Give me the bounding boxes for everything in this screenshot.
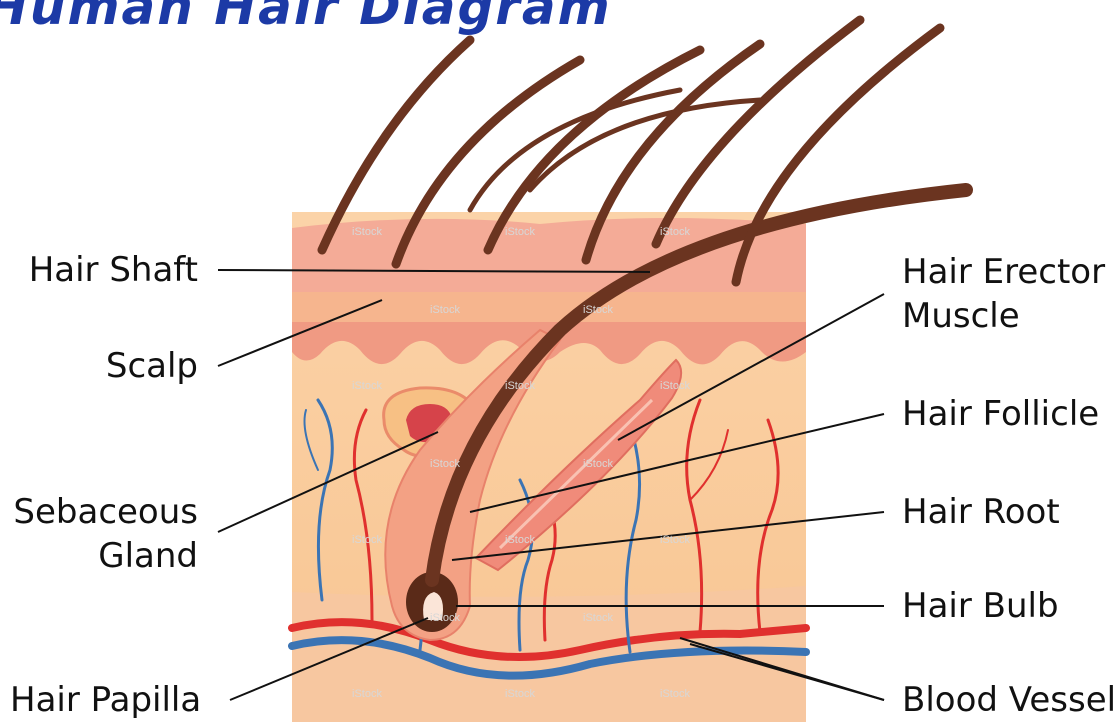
watermark: iStock: [505, 380, 535, 392]
label-blood-vessel: Blood Vessel: [902, 678, 1113, 722]
label-hair-erector-muscle: Hair Erector Muscle: [902, 250, 1112, 338]
scalp-band: [292, 292, 806, 322]
label-scalp: Scalp: [106, 344, 198, 388]
watermark: iStock: [430, 304, 460, 316]
watermark: iStock: [583, 458, 613, 470]
label-hair-bulb: Hair Bulb: [902, 584, 1059, 628]
watermark: iStock: [430, 458, 460, 470]
watermark: iStock: [583, 304, 613, 316]
watermark: iStock: [660, 226, 690, 238]
label-hair-root: Hair Root: [902, 490, 1060, 534]
watermark: iStock: [352, 688, 382, 700]
watermark: iStock: [505, 688, 535, 700]
watermark: iStock: [352, 380, 382, 392]
watermark: iStock: [430, 612, 460, 624]
watermark: iStock: [660, 688, 690, 700]
watermark: iStock: [352, 534, 382, 546]
watermark: iStock: [583, 612, 613, 624]
watermark: iStock: [505, 226, 535, 238]
watermark: iStock: [660, 534, 690, 546]
label-hair-papilla: Hair Papilla: [10, 678, 201, 722]
watermark: iStock: [505, 534, 535, 546]
watermark: iStock: [352, 226, 382, 238]
label-sebaceous-gland: Sebaceous Gland: [0, 490, 198, 578]
label-hair-follicle: Hair Follicle: [902, 392, 1099, 436]
label-hair-shaft: Hair Shaft: [29, 248, 198, 292]
watermark: iStock: [660, 380, 690, 392]
